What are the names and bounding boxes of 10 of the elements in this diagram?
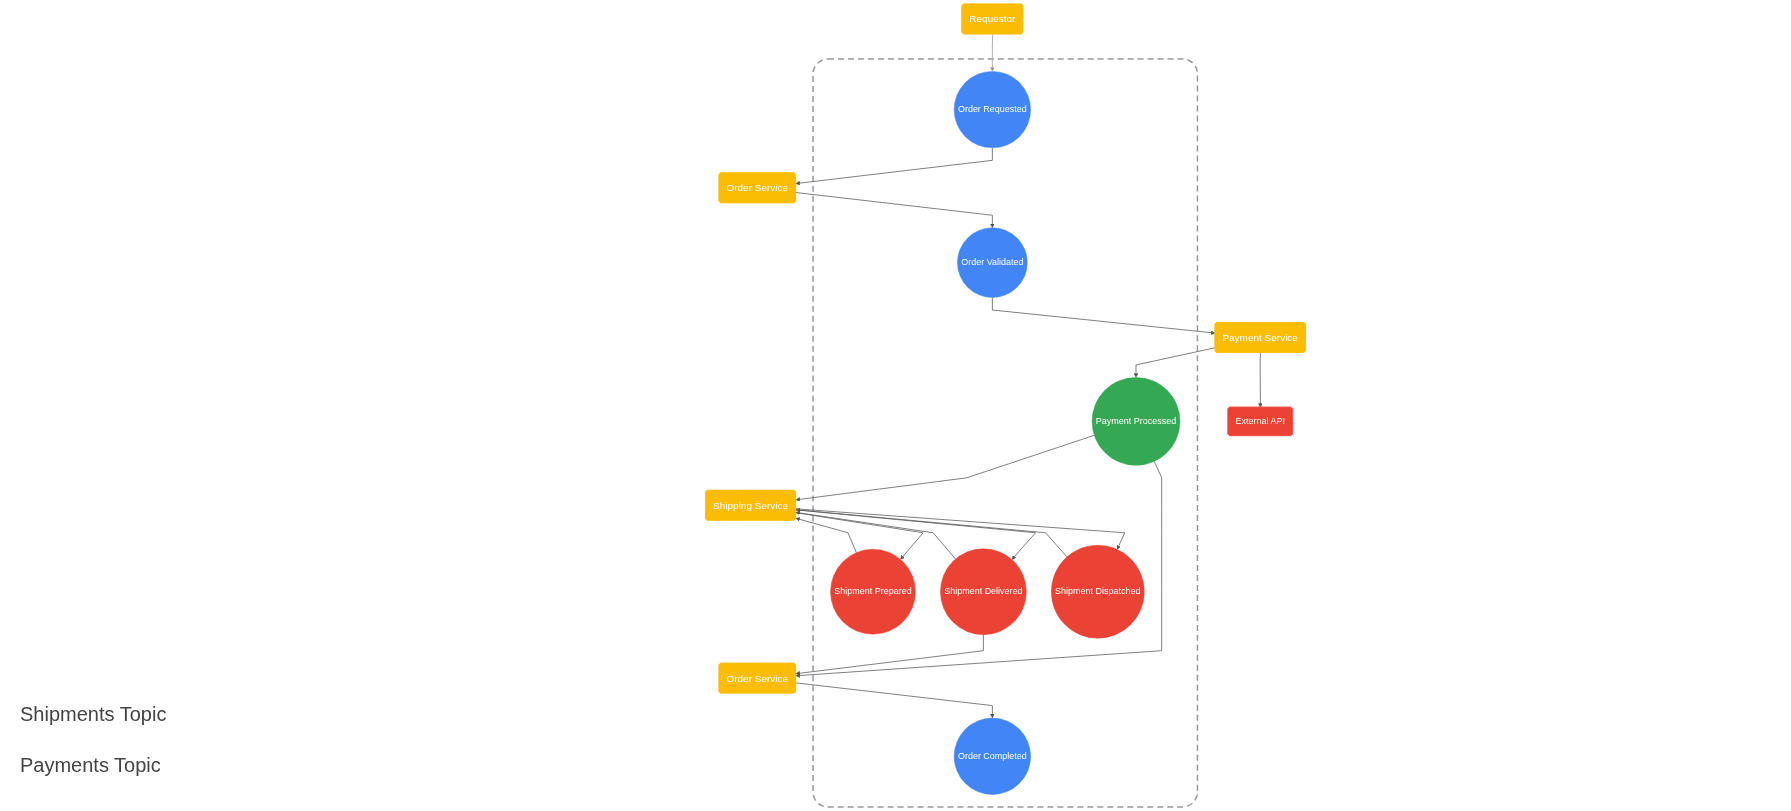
cluster (812, 58, 1199, 808)
node-circle: Shipment Delivered (940, 548, 1027, 635)
node-circle: Payment Processed (1091, 377, 1181, 466)
node-circle: Order Completed (953, 717, 1031, 795)
topic-label: Payments Topic (20, 754, 162, 777)
node-circle: Shipment Dispatched (1051, 545, 1145, 639)
topic-label: Shipments Topic (20, 703, 168, 726)
node-circle: Order Requested (953, 71, 1031, 149)
node-circle: Shipment Prepared (830, 549, 916, 635)
node-circle: Order Validated (957, 227, 1028, 298)
